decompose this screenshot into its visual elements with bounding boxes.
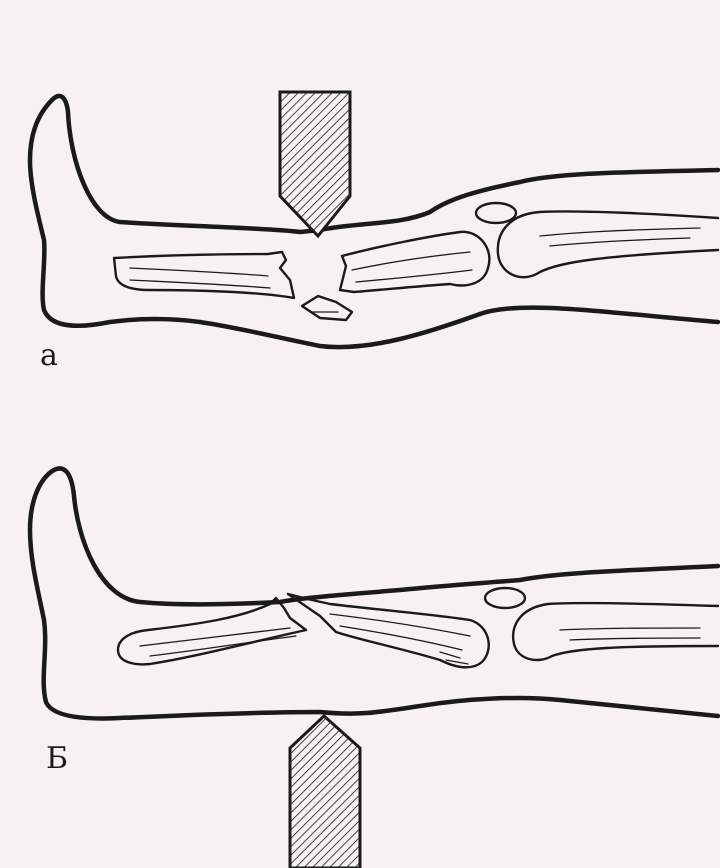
- panel-label-b: Б: [46, 741, 68, 776]
- panel-b: [30, 468, 718, 868]
- bone-fragment-proximal-b: [288, 594, 489, 667]
- leg-outline-b: [30, 468, 718, 718]
- impact-object-bottom: [290, 716, 360, 868]
- patella-a: [476, 203, 516, 223]
- impact-object-top: [280, 92, 350, 236]
- femur-b: [513, 603, 718, 660]
- bone-fragment-proximal-a: [340, 232, 489, 292]
- bone-fragment-distal-b: [118, 598, 306, 664]
- leg-outline-a: [30, 96, 718, 347]
- panel-label-a: a: [40, 338, 58, 373]
- bone-fragment-distal-a: [114, 252, 294, 298]
- bone-chip-a: [302, 296, 352, 320]
- panel-a: [30, 92, 718, 347]
- patella-b: [485, 588, 525, 608]
- femur-a: [498, 211, 718, 277]
